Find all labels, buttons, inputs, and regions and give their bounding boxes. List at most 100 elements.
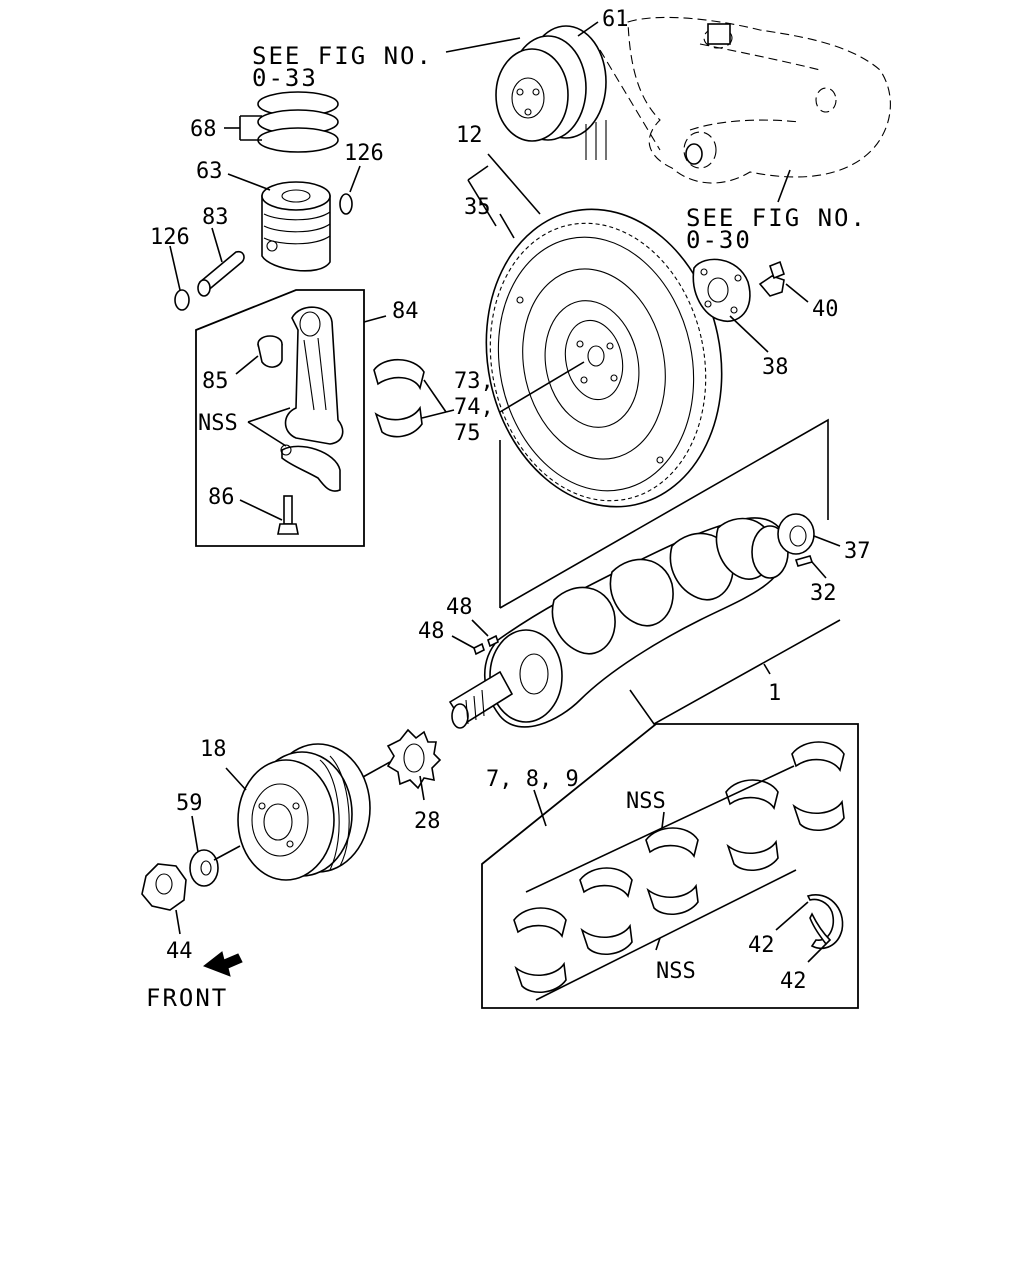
crankshaft-key-upper — [487, 634, 499, 648]
leader-12-to-flywheel — [487, 153, 541, 215]
label-nss-rod: NSS — [198, 411, 238, 436]
piston-pin-snap-ring-left — [174, 289, 190, 311]
leader-84 — [363, 315, 387, 323]
leader-86 — [239, 499, 283, 521]
leader-7-8-9 — [533, 789, 547, 827]
label-nss-upper: NSS — [626, 789, 666, 814]
leader-126-right — [349, 165, 361, 193]
see-fig-ref-right-line2: 0-30 — [686, 226, 752, 254]
part-label-42-upper: 42 — [748, 933, 775, 958]
part-label-40: 40 — [812, 297, 839, 322]
connecting-rod — [284, 306, 344, 445]
pilot-bearing — [777, 513, 815, 555]
water-pump-pulley — [495, 25, 607, 160]
part-label-63: 63 — [196, 159, 223, 184]
part-label-28: 28 — [414, 809, 441, 834]
part-label-32: 32 — [810, 581, 837, 606]
part-label-48-lower: 48 — [418, 619, 445, 644]
see-fig-right-leader — [777, 169, 791, 203]
leader-48-lower — [451, 635, 475, 649]
leader-38 — [729, 315, 769, 353]
see-fig-upper-leader — [445, 37, 521, 53]
leader-59 — [191, 815, 199, 853]
connecting-rod-bolt — [277, 495, 299, 535]
part-label-86: 86 — [208, 485, 235, 510]
piston — [261, 181, 331, 272]
leader-42-lower — [807, 943, 827, 963]
leader-32 — [811, 561, 827, 579]
front-direction-arrow-icon — [202, 951, 243, 977]
see-fig-ref-right-line1: SEE FIG NO. — [686, 204, 867, 232]
connecting-rod-bearing-lower — [374, 405, 423, 438]
flywheel — [485, 208, 723, 508]
crankshaft-pulley — [237, 743, 371, 881]
nss-lower-row-line — [535, 869, 797, 1001]
leader-nss-upper — [661, 811, 665, 829]
water-pump-shaft — [685, 23, 731, 165]
leader-18 — [225, 767, 247, 791]
leader-35 — [499, 213, 515, 239]
leader-12 — [467, 165, 489, 181]
part-label-126-right: 126 — [344, 141, 384, 166]
part-label-74: 74, — [454, 395, 494, 420]
see-fig-ref-upper-line1: SEE FIG NO. — [252, 42, 433, 70]
main-bearing-shells — [513, 741, 845, 993]
part-label-59: 59 — [176, 791, 203, 816]
leader-61 — [577, 21, 599, 37]
leader-48-upper — [471, 619, 489, 637]
flywheel-reinforcement-plate — [692, 258, 751, 322]
flywheel-crankshaft-group-bracket — [499, 418, 829, 609]
crankshaft-key-lower — [473, 642, 485, 656]
part-label-83: 83 — [202, 205, 229, 230]
part-label-1: 1 — [768, 681, 781, 706]
piston-rings — [257, 91, 339, 153]
connecting-rod-assembly-frame — [195, 289, 365, 547]
part-label-7-8-9: 7, 8, 9 — [486, 767, 579, 792]
leader-73-75 — [499, 361, 585, 413]
leader-nss-rod-b — [247, 421, 287, 447]
part-label-37: 37 — [844, 539, 871, 564]
water-pump-housing-phantom — [599, 16, 891, 184]
part-label-18: 18 — [200, 737, 227, 762]
crankshaft-pulley-nut — [141, 863, 187, 911]
part-label-35: 35 — [464, 195, 491, 220]
crankshaft-dowel-pin — [794, 555, 814, 567]
crankshaft-timing-gear — [386, 728, 442, 790]
part-label-75: 75 — [454, 421, 481, 446]
leader-85 — [235, 355, 259, 375]
leader-nss-lower — [655, 937, 661, 951]
leader-83 — [211, 227, 223, 263]
part-label-73: 73, — [454, 369, 494, 394]
leader-nss-rod-a — [247, 407, 291, 423]
leader-bearing-b — [421, 411, 447, 419]
small-end-bushing — [257, 335, 283, 368]
front-direction-label: FRONT — [146, 984, 228, 1012]
piston-pin-snap-ring-right — [339, 193, 353, 215]
piston-pin — [197, 250, 245, 297]
leader-126-left — [169, 245, 181, 291]
part-label-12: 12 — [456, 123, 483, 148]
nss-upper-row-line — [525, 765, 795, 893]
leader-37 — [813, 535, 841, 547]
thrust-washers — [806, 894, 844, 950]
leader-28 — [419, 775, 425, 801]
connecting-rod-bearing-upper — [373, 359, 425, 391]
part-label-68: 68 — [190, 117, 217, 142]
leader-1 — [763, 663, 771, 675]
part-label-48-upper: 48 — [446, 595, 473, 620]
leader-44 — [175, 909, 181, 935]
crankshaft-pulley-washer — [189, 849, 219, 887]
crank-axis-line-b — [213, 845, 241, 861]
crankshaft-bracket — [629, 619, 841, 726]
leader-bearing-a — [423, 379, 447, 413]
connecting-rod-cap — [280, 444, 341, 492]
part-label-38: 38 — [762, 355, 789, 380]
part-label-84: 84 — [392, 299, 419, 324]
crankshaft — [448, 517, 789, 729]
main-bearing-set-frame — [481, 723, 859, 1009]
part-label-61: 61 — [602, 7, 629, 32]
leader-40 — [785, 283, 809, 303]
part-label-126-left: 126 — [150, 225, 190, 250]
